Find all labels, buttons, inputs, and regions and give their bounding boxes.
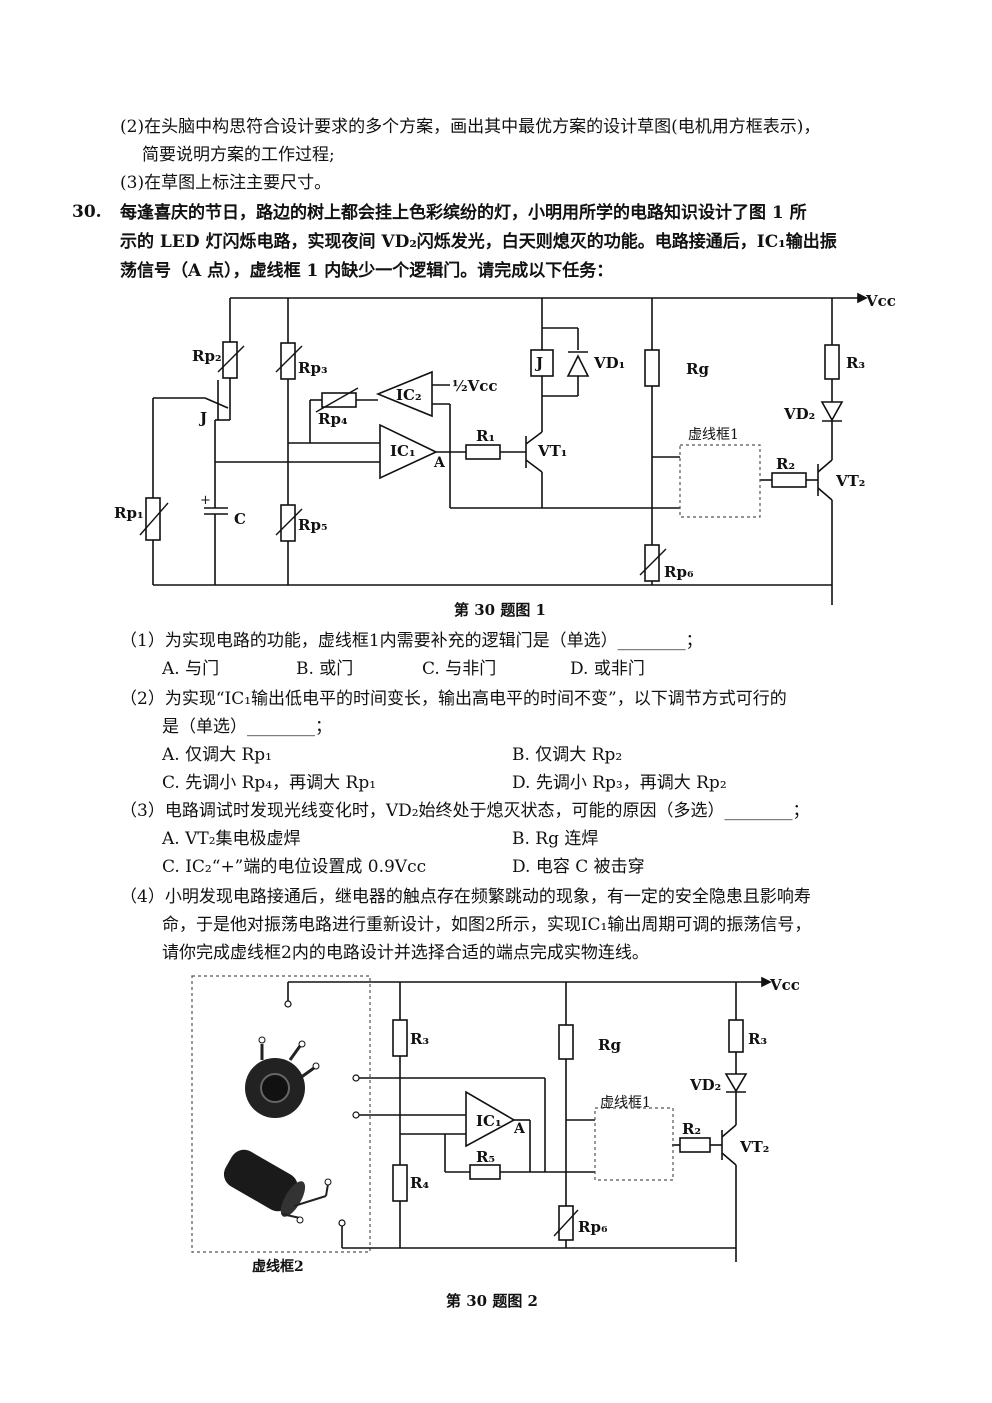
sub2-option-d: D. 先调小 Rp₃，再调大 Rp₂ [512, 773, 727, 793]
fig1-relay-contact-label: J [200, 409, 208, 427]
fig1-box1-label: 虚线框1 [688, 427, 739, 443]
question-stem-1: 每逢喜庆的节日，路边的树上都会挂上色彩缤纷的灯，小明用所学的电路知识设计了图 1… [120, 203, 807, 223]
fig1-relay-coil-label: J [536, 354, 544, 372]
fig1-a-label: A [434, 455, 445, 471]
sub4-text-1: （4）小明发现电路接通后，继电器的触点存在频繁跳动的现象，有一定的安全隐患且影响… [120, 887, 811, 907]
fig1-c-label: C [234, 510, 246, 528]
sub4-text-3: 请你完成虚线框2内的电路设计并选择合适的端点完成实物连线。 [162, 943, 649, 963]
sub3-option-b: B. Rg 连焊 [512, 829, 599, 849]
fig2-box1-label: 虚线框1 [600, 1095, 651, 1111]
sub1-text: （1）为实现电路的功能，虚线框1内需要补充的逻辑门是（单选）________； [120, 631, 703, 651]
sub1-option-b: B. 或门 [296, 659, 354, 679]
fig2-vcc-label: Vcc [770, 976, 800, 994]
fig1-r3-label: R₃ [846, 354, 866, 372]
sub2-text-1: （2）为实现“IC₁输出低电平的时间变长，输出高电平的时间不变”，以下调节方式可… [120, 689, 787, 709]
sub1-option-c: C. 与非门 [422, 659, 497, 679]
figure1-caption: 第 30 题图 1 [454, 601, 546, 619]
intro-line-1: (2)在头脑中构思符合设计要求的多个方案，画出其中最优方案的设计草图(电机用方框… [120, 117, 821, 137]
fig1-vt1-label: VT₁ [538, 442, 568, 460]
sub4-text-2: 命，于是他对振荡电路进行重新设计，如图2所示，实现IC₁输出周期可调的振荡信号， [162, 915, 812, 935]
fig2-r2-label: R₂ [682, 1120, 702, 1138]
question-stem-2: 示的 LED 灯闪烁电路，实现夜间 VD₂闪烁发光，白天则熄灭的功能。电路接通后… [120, 232, 837, 252]
fig2-rg-label: Rg [598, 1036, 621, 1054]
sub3-option-c: C. IC₂“+”端的电位设置成 0.9Vcc [162, 857, 427, 877]
fig1-vd1-label: VD₁ [594, 354, 626, 372]
sub3-option-a: A. VT₂集电极虚焊 [162, 829, 301, 849]
sub3-text: （3）电路调试时发现光线变化时，VD₂始终处于熄灭状态，可能的原因（多选）___… [120, 801, 810, 821]
potentiometer-component [245, 1036, 320, 1118]
sub2-option-c: C. 先调小 Rp₄，再调大 Rp₁ [162, 773, 377, 793]
fig1-r2-label: R₂ [776, 455, 796, 473]
fig2-r4-label: R₄ [410, 1174, 430, 1192]
fig1-rp3-label: Rp₃ [298, 359, 328, 377]
fig2-a-label: A [514, 1121, 525, 1137]
fig1-rp5-label: Rp₅ [298, 516, 328, 534]
fig1-vd2-label: VD₂ [784, 405, 816, 423]
fig1-ic2-label: IC₂ [396, 386, 422, 404]
sub2-text-2: 是（单选）________； [162, 717, 332, 737]
fig1-rp4-label: Rp₄ [318, 410, 348, 428]
sub2-option-a: A. 仅调大 Rp₁ [162, 745, 272, 765]
fig2-ic1-label: IC₁ [476, 1112, 502, 1130]
fig1-rp1-label: Rp₁ [114, 504, 144, 522]
fig1-vcc-label: Vcc [866, 292, 896, 310]
fig1-half-vcc-label: ½Vcc [452, 377, 498, 395]
fig2-r3-left-label: R₃ [410, 1030, 430, 1048]
sub3-option-d: D. 电容 C 被击穿 [512, 857, 645, 877]
fig2-vt2-label: VT₂ [740, 1138, 770, 1156]
fig2-r5-label: R₅ [476, 1148, 496, 1166]
fig2-r3-right-label: R₃ [748, 1030, 768, 1048]
fig1-r1-label: R₁ [476, 427, 496, 445]
fig1-rg-label: Rg [686, 360, 709, 378]
fig1-rp2-label: Rp₂ [192, 347, 222, 365]
capacitor-component [223, 1149, 332, 1224]
sub2-option-b: B. 仅调大 Rp₂ [512, 745, 623, 765]
fig1-rp6-label: Rp₆ [664, 563, 694, 581]
fig1-ic1-label: IC₁ [390, 442, 416, 460]
sub1-option-a: A. 与门 [162, 659, 220, 679]
question-stem-3: 荡信号（A 点），虚线框 1 内缺少一个逻辑门。请完成以下任务： [120, 261, 614, 281]
fig1-vt2-label: VT₂ [836, 472, 866, 490]
fig2-vd2-label: VD₂ [690, 1076, 722, 1094]
fig2-box2-label: 虚线框2 [252, 1259, 304, 1275]
fig2-rp6-label: Rp₆ [578, 1218, 608, 1236]
figure2-caption: 第 30 题图 2 [446, 1292, 538, 1310]
question-number: 30. [72, 202, 102, 222]
sub1-option-d: D. 或非门 [570, 659, 645, 679]
fig1-cap-plus-sign: + [200, 493, 211, 508]
intro-line-3: (3)在草图上标注主要尺寸。 [120, 173, 332, 193]
intro-line-2: 简要说明方案的工作过程; [142, 145, 335, 165]
